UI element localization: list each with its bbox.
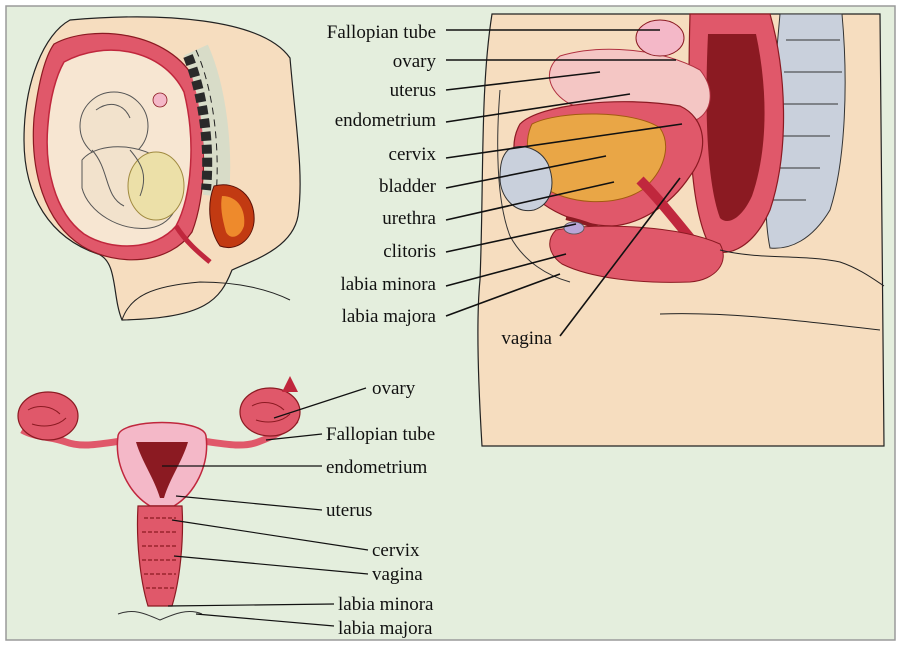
sagittal-label-endometrium: endometrium bbox=[335, 110, 437, 131]
sagittal-label-bladder: bladder bbox=[379, 176, 437, 197]
frontal-label-uterus: uterus bbox=[326, 500, 372, 521]
frontal-label-vagina: vagina bbox=[372, 564, 423, 585]
sagittal-label-labia-minora: labia minora bbox=[341, 274, 437, 295]
frontal-label-labia-minora: labia minora bbox=[338, 594, 434, 615]
sagittal-label-clitoris: clitoris bbox=[383, 241, 436, 262]
sagittal-label-fallopian-tube: Fallopian tube bbox=[327, 22, 436, 43]
frontal-label-labia-majora: labia majora bbox=[338, 618, 433, 639]
placenta bbox=[128, 152, 184, 220]
frontal-label-fallopian-tube: Fallopian tube bbox=[326, 424, 435, 445]
sagittal-label-labia-majora: labia majora bbox=[342, 306, 437, 327]
frontal-label-cervix: cervix bbox=[372, 540, 420, 561]
sagittal-label-uterus: uterus bbox=[390, 80, 436, 101]
frontal-ovary-left bbox=[18, 392, 78, 440]
sagittal-label-urethra: urethra bbox=[382, 208, 436, 229]
sagittal-label-cervix: cervix bbox=[389, 144, 437, 165]
sagittal-label-vagina: vagina bbox=[501, 328, 552, 349]
sagittal-label-ovary: ovary bbox=[393, 51, 437, 72]
pregnancy-ovary bbox=[153, 93, 167, 107]
sagittal-ovary bbox=[636, 20, 684, 56]
frontal-label-endometrium: endometrium bbox=[326, 457, 428, 478]
frontal-label-ovary: ovary bbox=[372, 378, 416, 399]
